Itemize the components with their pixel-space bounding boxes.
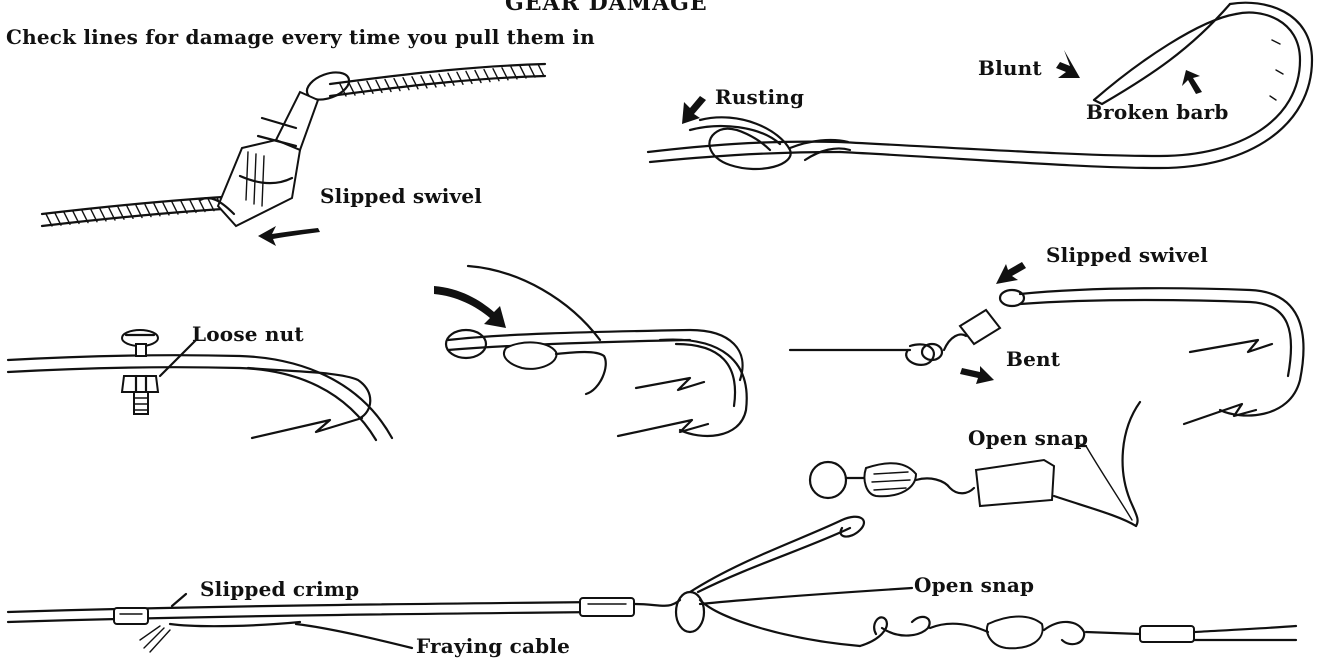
label-broken-barb: Broken barb [1086, 102, 1229, 122]
label-slipped-crimp: Slipped crimp [200, 579, 359, 599]
loose-nut-illustration [8, 330, 392, 440]
label-open-snap-cable: Open snap [914, 575, 1034, 595]
arrow-icon [960, 366, 994, 384]
label-slipped-swivel-hook: Slipped swivel [1046, 245, 1208, 265]
arrow-icon [1182, 70, 1202, 94]
label-fraying-cable: Fraying cable [416, 636, 570, 656]
arrow-icon [434, 286, 506, 328]
open-snap-swivel-illustration [810, 446, 1136, 526]
label-bent: Bent [1006, 349, 1060, 369]
arrow-icon [1056, 50, 1080, 78]
label-slipped-swivel: Slipped swivel [320, 186, 482, 206]
arrow-icon [258, 226, 320, 246]
label-rusting: Rusting [715, 87, 804, 107]
arrow-icon [996, 262, 1026, 284]
snap-swivel-hook-illustration [446, 266, 747, 436]
label-blunt: Blunt [978, 58, 1042, 78]
label-open-snap: Open snap [968, 428, 1088, 448]
label-loose-nut: Loose nut [192, 324, 304, 344]
